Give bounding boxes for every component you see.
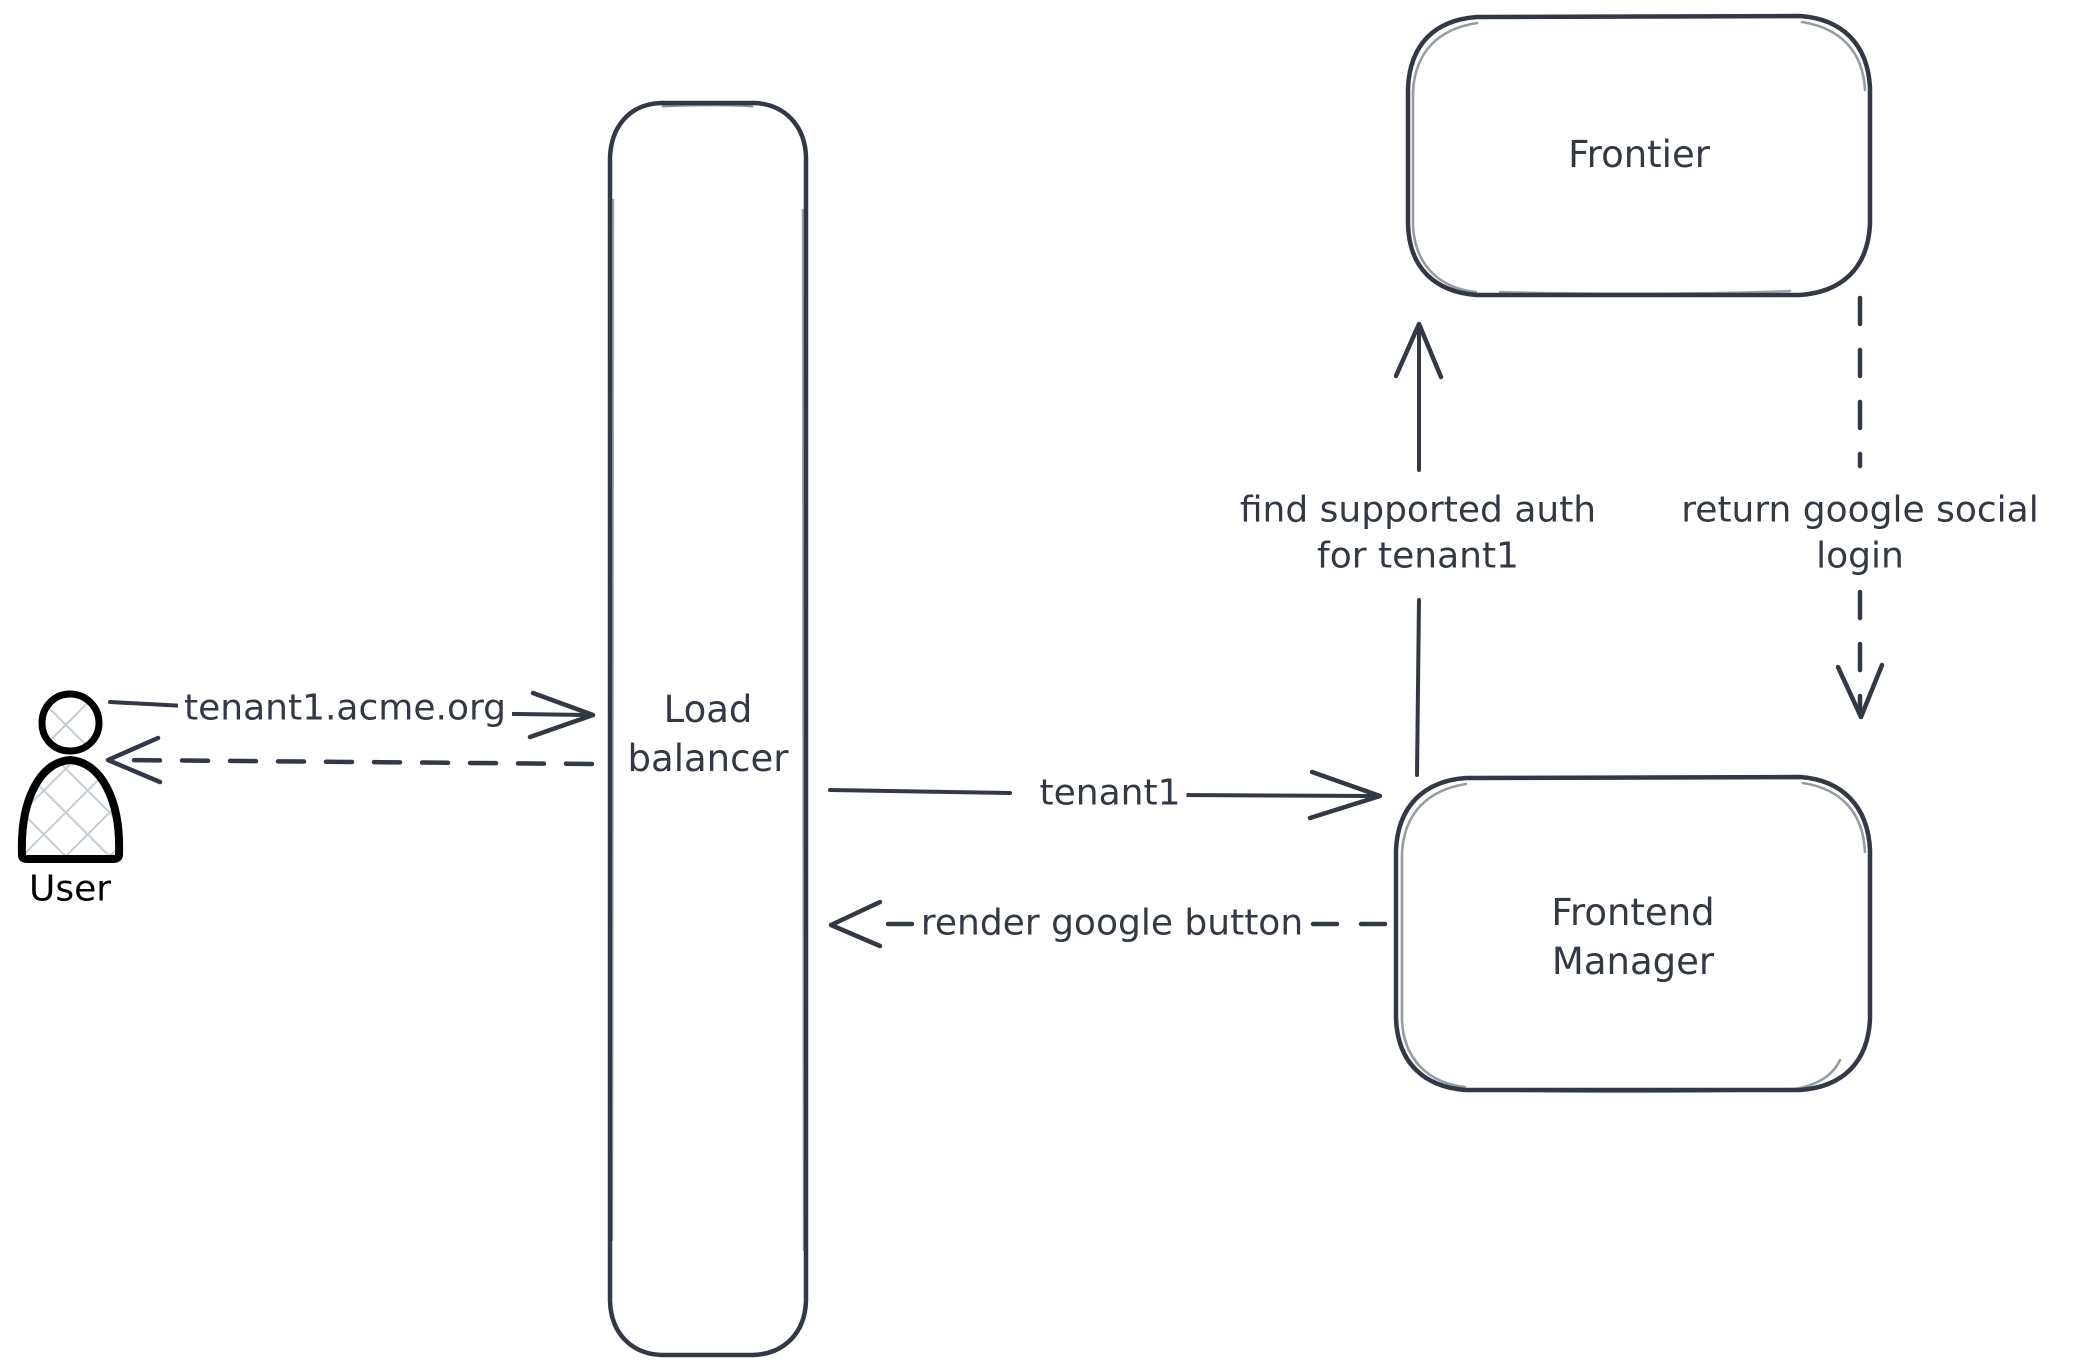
arrowhead-left-icon xyxy=(105,735,163,785)
arrowhead-down-icon xyxy=(1835,662,1885,720)
edge-fm-to-lb xyxy=(828,899,1388,949)
node-frontier-shape[interactable] xyxy=(1405,13,1873,298)
arrowhead-up-icon xyxy=(1393,321,1444,380)
arrowhead-right-icon xyxy=(1307,769,1383,821)
edge-frontier-to-fm xyxy=(1835,295,1885,720)
arrowhead-right-icon xyxy=(527,690,596,740)
edge-lb-to-user xyxy=(105,735,595,785)
edge-user-to-lb xyxy=(108,690,596,740)
actor-body-icon xyxy=(17,756,124,863)
edge-lb-to-fm xyxy=(828,769,1383,821)
edge-fm-to-frontier xyxy=(1393,321,1444,777)
arrowhead-left-icon xyxy=(828,899,883,949)
actor-head-icon xyxy=(38,690,103,755)
actor-user xyxy=(17,690,124,863)
node-frontend-manager-shape[interactable] xyxy=(1393,774,1873,1094)
node-load-balancer-shape[interactable] xyxy=(607,100,809,1358)
